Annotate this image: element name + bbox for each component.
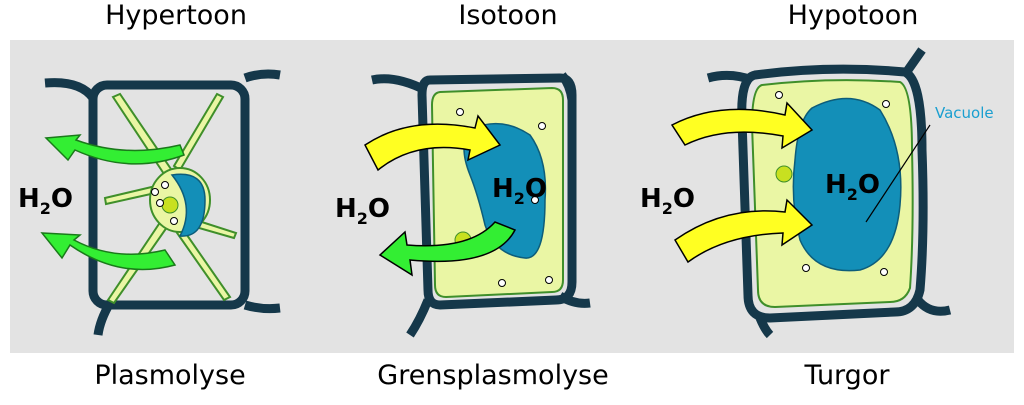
vacuole-label: Vacuole — [935, 104, 994, 122]
caption-incipient-plasmolysis: Grensplasmolyse — [377, 360, 609, 391]
nucleus — [161, 196, 179, 214]
water-label: H2O — [335, 194, 390, 228]
vacuole-pointer — [865, 124, 931, 223]
vacuole — [463, 122, 547, 259]
caption-turgor: Turgor — [804, 360, 890, 391]
cell-plasmolysed: H2O — [18, 69, 281, 336]
water-label: H2O — [18, 184, 73, 218]
water-in-arrows — [670, 101, 814, 264]
water-in-arrow — [364, 114, 502, 172]
vacuole — [792, 97, 902, 272]
panel-title-hypotonic: Hypotoon — [787, 0, 919, 31]
inner-water-label: H2O — [825, 170, 880, 204]
water-arrows — [364, 114, 517, 277]
vacuole — [170, 173, 206, 237]
water-out-arrow — [378, 221, 517, 277]
caption-plasmolysis: Plasmolyse — [94, 360, 246, 391]
inner-water-label: H2O — [492, 174, 547, 208]
cell-wall — [417, 73, 577, 310]
cell-incipient-plasmolysis: H2O H2O — [335, 72, 591, 338]
cell-wall — [88, 80, 250, 310]
panel-title-hypertonic: Hypertoon — [105, 0, 247, 31]
water-label: H2O — [640, 184, 695, 218]
water-out-arrow — [40, 134, 185, 271]
cell-turgid: H2O H2O Vacuole — [640, 47, 994, 339]
panel-title-isotonic: Isotoon — [458, 0, 558, 31]
cell-wall — [737, 64, 928, 323]
